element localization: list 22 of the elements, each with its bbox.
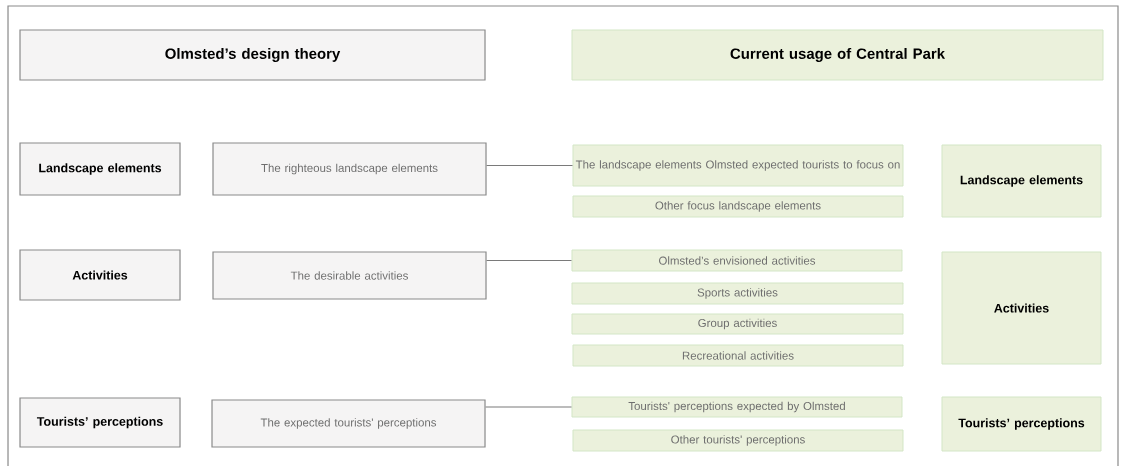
theory-box: The desirable activities	[212, 251, 487, 300]
usage-box: Tourists' perceptions expected by Olmsted	[571, 396, 903, 418]
theory-box: The righteous landscape elements	[212, 142, 487, 196]
header-box: Olmsted’s design theory	[19, 29, 486, 81]
category-box: Landscape elements	[941, 144, 1102, 218]
theory-box: The expected tourists' perceptions	[211, 399, 486, 448]
connector-line	[485, 406, 573, 408]
category-box: Activities	[19, 249, 181, 301]
usage-box: Group activities	[571, 313, 904, 335]
usage-box: Sports activities	[571, 282, 904, 305]
connector-line	[486, 259, 573, 262]
usage-box: Olmsted’s envisioned activities	[571, 249, 903, 272]
usage-box: The landscape elements Olmsted expected tourists to focus on	[572, 144, 904, 187]
category-box: Tourists’ perceptions	[941, 396, 1102, 452]
connector-line	[486, 164, 574, 167]
usage-box: Recreational activities	[572, 344, 904, 367]
usage-box: Other tourists' perceptions	[572, 429, 904, 452]
category-box: Landscape elements	[19, 142, 181, 196]
header-box: Current usage of Central Park	[571, 29, 1104, 81]
category-box: Tourists’ perceptions	[19, 397, 181, 448]
category-box: Activities	[941, 251, 1102, 365]
usage-box: Other focus landscape elements	[572, 195, 904, 218]
